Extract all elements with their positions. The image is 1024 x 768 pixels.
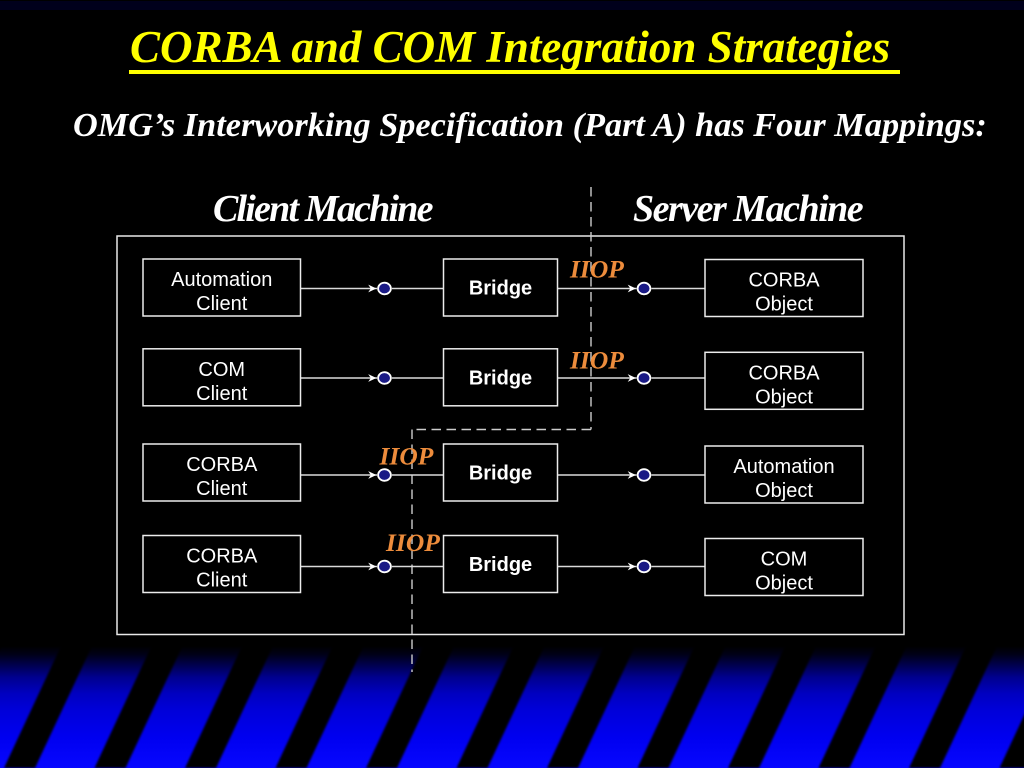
svg-text:IIOP: IIOP: [379, 442, 434, 471]
svg-text:Bridge: Bridge: [469, 278, 532, 300]
svg-text:Bridge: Bridge: [469, 463, 532, 485]
svg-text:IIOP: IIOP: [385, 528, 440, 557]
svg-text:Bridge: Bridge: [469, 367, 532, 389]
svg-text:IIOP: IIOP: [569, 255, 624, 284]
svg-text:Bridge: Bridge: [469, 554, 532, 576]
svg-text:IIOP: IIOP: [569, 346, 624, 375]
